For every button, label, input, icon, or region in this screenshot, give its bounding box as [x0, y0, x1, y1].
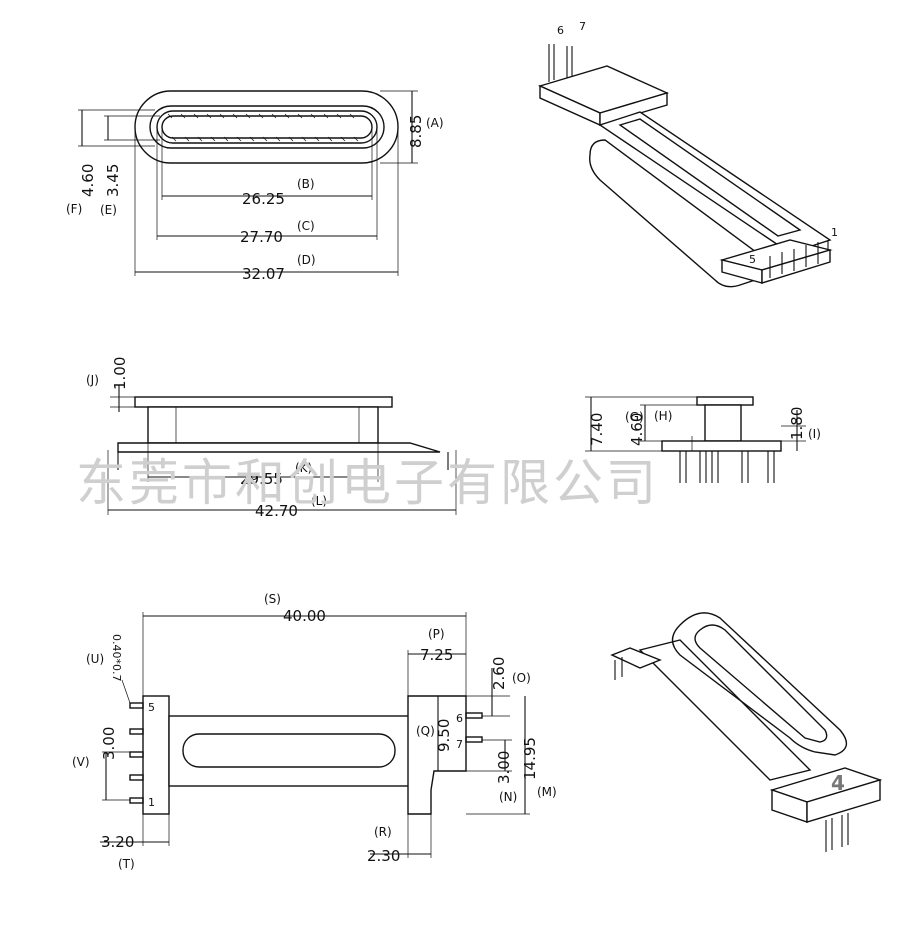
dim-g-label: (G) — [625, 410, 644, 424]
dim-e-label: (E) — [100, 203, 117, 217]
dim-s-value: 40.00 — [283, 607, 326, 625]
dim-q-label: (Q) — [416, 724, 435, 738]
dim-c-label: (C) — [297, 219, 315, 233]
dim-d-value: 32.07 — [242, 265, 285, 283]
bottom-pin-5: 5 — [148, 701, 155, 714]
dim-j-label: (J) — [86, 373, 99, 387]
bottom-pin-1: 1 — [148, 796, 155, 809]
dim-v-value: 3.00 — [100, 727, 118, 760]
dim-a-label: (A) — [426, 116, 444, 130]
dim-e-value: 3.45 — [104, 164, 122, 197]
dim-g-value: 7.40 — [588, 413, 606, 446]
core-window-inner — [161, 115, 373, 139]
top-view: 8.85 (A) 4.60 (F) 3.45 (E) (B) 26.25 (C)… — [66, 90, 444, 283]
core-window-outer — [156, 110, 378, 144]
dim-j-value: 1.00 — [111, 357, 129, 390]
inner-flange-outline — [149, 105, 385, 149]
dim-f-label: (F) — [66, 202, 82, 216]
iso-view-top: 6 7 5 1 — [537, 20, 838, 288]
bottom-pin-6: 6 — [456, 712, 463, 725]
iso-top-pin-6: 6 — [557, 24, 564, 37]
dim-m-value: 14.95 — [521, 737, 539, 780]
dim-p-value: 7.25 — [420, 646, 453, 664]
iso-top-pin-5: 5 — [749, 253, 756, 266]
dim-r-label: (R) — [374, 825, 392, 839]
dim-o-label: (O) — [512, 671, 531, 685]
dim-n-value: 3.00 — [495, 751, 513, 784]
dim-k-value: 29.55 — [240, 470, 283, 488]
dim-u-value: 0.40*0.7 — [110, 634, 123, 682]
dim-h-value: 4.60 — [628, 413, 646, 446]
iso-top-pin-7: 7 — [579, 20, 586, 33]
dim-a-value: 8.85 — [407, 115, 425, 148]
dim-f-value: 4.60 — [79, 164, 97, 197]
dim-m-label: (M) — [537, 785, 557, 799]
iso-top-pin-1: 1 — [831, 226, 838, 239]
bottom-view: 5 1 6 7 (S) 40.00 (P) 7.25 2.60 (O) 9.50… — [72, 592, 557, 871]
dim-n-label: (N) — [499, 790, 517, 804]
dim-l-label: (L) — [311, 494, 327, 508]
dim-t-value: 3.20 — [101, 833, 134, 851]
hatch-lines — [167, 113, 359, 142]
dim-c-value: 27.70 — [240, 228, 283, 246]
dim-s-label: (S) — [264, 592, 281, 606]
dim-l-value: 42.70 — [255, 502, 298, 520]
dim-q-value: 9.50 — [435, 719, 453, 752]
dim-b-label: (B) — [297, 177, 315, 191]
dim-i-label: (I) — [808, 427, 821, 441]
dim-b-value: 26.25 — [242, 190, 285, 208]
outer-flange-outline — [134, 90, 399, 164]
end-view: 7.40 (G) 4.60 (H) 1.80 (I) — [585, 396, 821, 483]
company-watermark: 东莞市和创电子有限公司 — [76, 454, 659, 512]
dim-r-value: 2.30 — [367, 847, 400, 865]
dim-h-label: (H) — [654, 409, 672, 423]
iso-view-bottom: 4 — [610, 612, 883, 852]
dim-o-value: 2.60 — [490, 657, 508, 690]
dim-i-value: 1.80 — [788, 407, 806, 440]
dim-v-label: (V) — [72, 755, 90, 769]
dim-u-label: (U) — [86, 652, 104, 666]
bottom-pin-7: 7 — [456, 738, 463, 751]
dim-k-label: (K) — [295, 461, 312, 475]
dim-d-label: (D) — [297, 253, 316, 267]
side-view: 1.00 (J) (K) 29.55 (L) 42.70 — [86, 357, 457, 520]
dim-p-label: (P) — [428, 627, 445, 641]
iso-bottom-pin-4: 4 — [831, 771, 845, 795]
dim-t-label: (T) — [118, 857, 135, 871]
